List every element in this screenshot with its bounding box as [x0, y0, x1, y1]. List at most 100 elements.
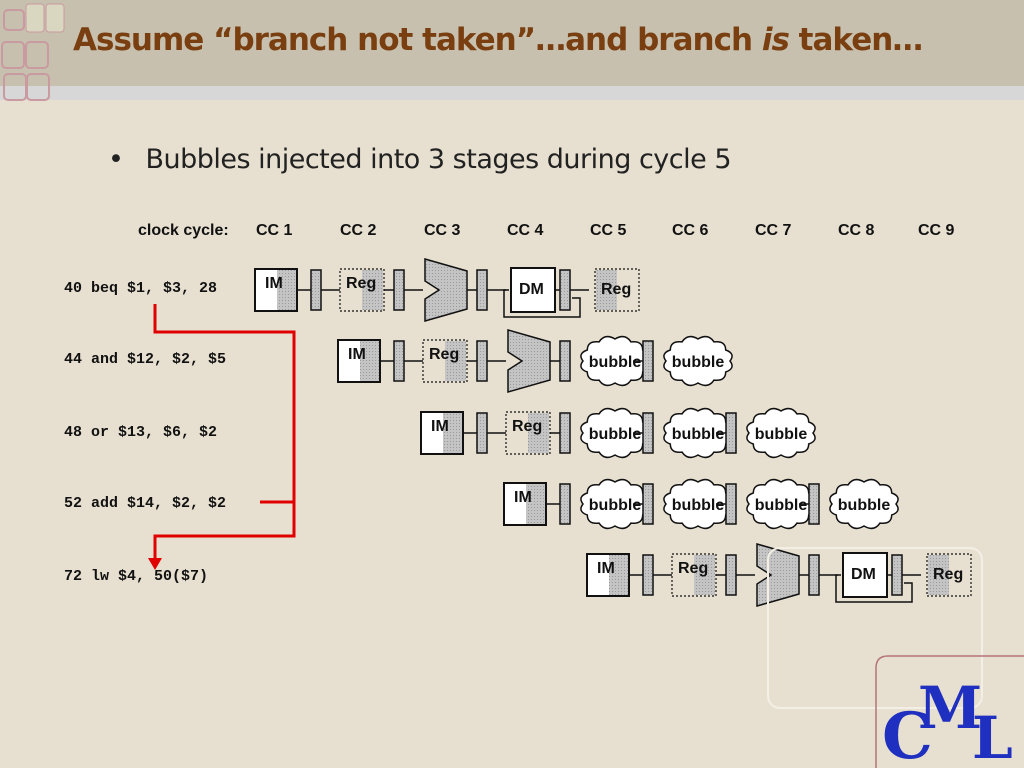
reg-stage: Reg [671, 553, 717, 597]
logo-letter-m: M [918, 674, 982, 742]
title-emphasis: is [761, 22, 790, 58]
pipeline-register [559, 340, 571, 382]
bubble-label: bubble [755, 426, 808, 443]
pipeline-register [642, 554, 654, 596]
clock-cycle-header: CC 4 [507, 222, 544, 239]
title-prefix: Assume “branch not taken”…and branch [73, 22, 762, 58]
bubble-label: bubble [589, 497, 642, 514]
reg-shade [445, 341, 466, 381]
clock-cycle-header: CC 8 [838, 222, 875, 239]
branch-arrow-head [148, 558, 162, 570]
alu-shape [424, 258, 468, 322]
im-shade [360, 341, 379, 381]
instruction-pipeline: IM Reg bubble bubble [337, 329, 733, 393]
instruction-label: 72 lw $4, 50($7) [64, 568, 209, 585]
logo-frame [767, 547, 983, 709]
bypass-wire [503, 289, 581, 318]
pipeline-register [393, 269, 405, 311]
pipeline-register [725, 554, 737, 596]
dm-stage: DM [842, 552, 888, 598]
pipeline-register [725, 483, 737, 525]
clock-cycle-label: clock cycle: [138, 222, 229, 239]
regwb-stage: Reg [594, 268, 640, 312]
regwb-stage: Reg [926, 553, 972, 597]
bullet-text: Bubbles injected into 3 stages during cy… [145, 144, 731, 175]
pipeline-register [393, 340, 405, 382]
logo-letter-c: C [882, 699, 933, 768]
bubble: bubble [580, 335, 650, 387]
reg-box [594, 268, 640, 312]
pipeline-register [725, 412, 737, 454]
reg-label: Reg [601, 281, 631, 298]
reg-label: Reg [512, 418, 542, 435]
im-stage: IM [420, 411, 464, 455]
instruction-label: 48 or $13, $6, $2 [64, 424, 218, 441]
bubble-label: bubble [838, 497, 891, 514]
im-label: IM [514, 489, 532, 506]
reg-shade [694, 555, 715, 595]
bypass-wire [835, 574, 913, 603]
pipeline-register [891, 554, 903, 596]
clock-cycle-header: CC 3 [424, 222, 461, 239]
clock-cycle-header: CC 1 [256, 222, 293, 239]
pipeline-register [310, 269, 322, 311]
title-bar [0, 0, 1024, 86]
im-stage: IM [503, 482, 547, 526]
bubble: bubble [663, 335, 733, 387]
bubble: bubble [746, 407, 816, 459]
bubble-label: bubble [672, 354, 725, 371]
instruction-label: 44 and $12, $2, $5 [64, 351, 227, 368]
bubble: bubble [580, 478, 650, 530]
alu-shape [756, 543, 800, 607]
bubble: bubble [663, 407, 733, 459]
pipeline-register [642, 412, 654, 454]
bubble-cloud [580, 407, 650, 459]
reg-shade [928, 555, 949, 595]
instruction-label: 52 add $14, $2, $2 [64, 495, 227, 512]
dm-box [510, 267, 556, 313]
bubble-label: bubble [672, 497, 725, 514]
im-stage: IM [337, 339, 381, 383]
clock-cycle-header: CC 9 [918, 222, 955, 239]
bubble-label: bubble [755, 497, 808, 514]
im-shade [277, 270, 296, 310]
reg-stage: Reg [422, 339, 468, 383]
im-stage: IM [254, 268, 298, 312]
pipeline-register [808, 554, 820, 596]
dm-label: DM [519, 281, 544, 298]
pipeline-register [808, 483, 820, 525]
reg-label: Reg [346, 275, 376, 292]
im-label: IM [597, 560, 615, 577]
reg-box [926, 553, 972, 597]
reg-label: Reg [933, 566, 963, 583]
im-label: IM [431, 418, 449, 435]
reg-shade [596, 270, 617, 310]
pipeline-register [559, 412, 571, 454]
bubble-cloud [746, 407, 816, 459]
reg-shade [528, 413, 549, 453]
instruction-label: 40 beq $1, $3, 28 [64, 280, 218, 297]
bubble: bubble [829, 478, 899, 530]
title-divider [0, 86, 1024, 100]
reg-stage: Reg [339, 268, 385, 312]
im-shade [609, 555, 628, 595]
clock-cycle-header: CC 7 [755, 222, 792, 239]
title-suffix: taken… [788, 22, 924, 58]
reg-label: Reg [678, 560, 708, 577]
alu-shape [507, 329, 551, 393]
reg-label: Reg [429, 346, 459, 363]
instruction-pipeline: IM bubble bubble bubble bubble [503, 478, 899, 530]
bubble-cloud [580, 478, 650, 530]
bubble: bubble [580, 407, 650, 459]
pipeline-register [642, 483, 654, 525]
logo-letter-l: L [972, 704, 1013, 768]
dm-label: DM [851, 566, 876, 583]
bubble-cloud [663, 407, 733, 459]
pipeline-register [476, 340, 488, 382]
pipeline-register [476, 269, 488, 311]
bubble-cloud [746, 478, 816, 530]
bubble-cloud [663, 478, 733, 530]
branch-arrow-line [153, 304, 296, 558]
bullet-point: •Bubbles injected into 3 stages during c… [108, 144, 731, 175]
